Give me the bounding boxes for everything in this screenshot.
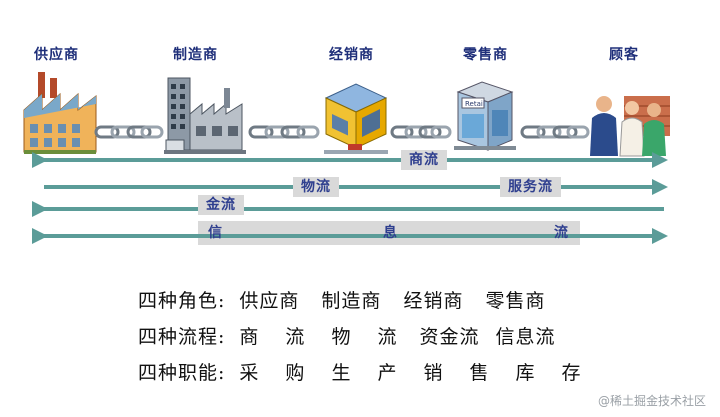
commerce-flow-label: 商流 (401, 150, 447, 170)
summary-function-term: 存 (561, 362, 582, 384)
retail-sign-text: Retail (465, 100, 485, 108)
summary-function-term: 购 (285, 362, 306, 384)
logistics-flow-label: 物流 (293, 177, 339, 197)
summary-role-term: 经销商 (403, 290, 464, 312)
chain-link-icon (390, 125, 452, 139)
watermark-text: @稀土掘金技术社区 (597, 394, 706, 408)
role-label-manufacturer: 制造商 (173, 47, 218, 63)
role-label-customer: 顾客 (609, 47, 639, 63)
role-label-distributor: 经销商 (329, 47, 374, 63)
role-label-retailer: 零售商 (463, 47, 508, 63)
role-label-supplier: 供应商 (34, 47, 79, 63)
information-flow-char-2: 息 (383, 225, 397, 241)
capital-flow-label: 金流 (198, 195, 244, 215)
summary-flow-term: 商 (239, 326, 260, 348)
summary-flows-heading: 四种流程: (138, 326, 226, 348)
retail-store-icon: Retail (454, 81, 516, 151)
summary-function-term: 销 (423, 362, 444, 384)
summary-role-term: 制造商 (321, 290, 382, 312)
summary-function-term: 生 (331, 362, 352, 384)
summary-flows-line: 四种流程:商流物流资金流信息流 (138, 322, 556, 349)
summary-flow-term: 物 (331, 326, 352, 348)
summary-role-term: 零售商 (485, 290, 546, 312)
summary-functions-line: 四种职能: 采 购 生 产 销 售 库 存 (138, 358, 582, 385)
summary-function-term: 采 (239, 362, 260, 384)
supplier-factory-icon (23, 72, 97, 154)
summary-roles-heading: 四种角色: (138, 290, 226, 312)
chain-link-icon (248, 125, 320, 139)
chain-link-icon (94, 125, 164, 139)
flow-arrows (32, 152, 668, 244)
information-flow-char-3: 流 (554, 225, 568, 241)
summary-flow-term: 流 (285, 326, 306, 348)
summary-role-term: 供应商 (239, 290, 300, 312)
summary-flow-term: 资金流 (419, 326, 480, 348)
chain-link-icon (520, 125, 590, 139)
summary-function-term: 库 (515, 362, 536, 384)
summary-function-term: 售 (469, 362, 490, 384)
summary-flow-term: 信息流 (495, 326, 556, 348)
customers-group-icon (590, 96, 670, 157)
summary-flow-term: 流 (377, 326, 398, 348)
summary-function-term: 产 (377, 362, 398, 384)
summary-roles-line: 四种角色: 供应商制造商经销商零售商 (138, 286, 545, 313)
information-flow-char-1: 信 (208, 225, 222, 241)
summary-functions-heading: 四种职能: (138, 362, 226, 384)
service-flow-label: 服务流 (500, 177, 561, 197)
